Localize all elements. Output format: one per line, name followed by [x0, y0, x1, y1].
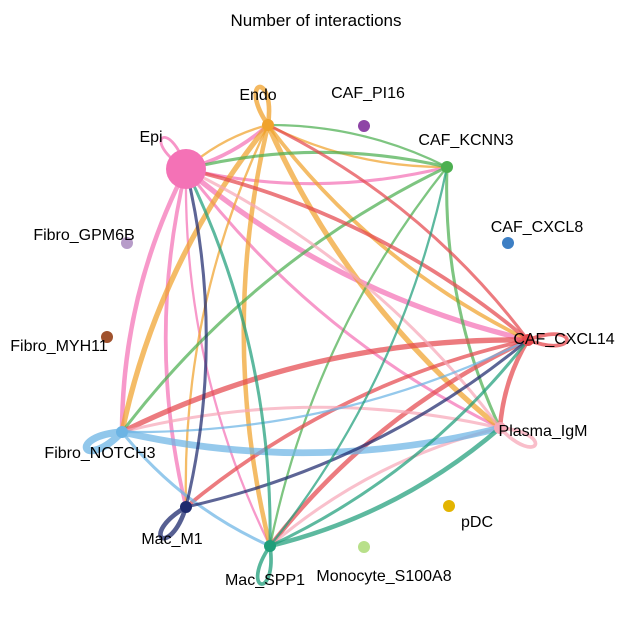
self-loop-mac-m1	[158, 504, 189, 541]
node-caf-pi16	[358, 120, 370, 132]
edge-caf-cxcl14-to-mac-spp1	[267, 337, 531, 549]
edge-endo-to-fibro-notch3	[119, 122, 271, 435]
edge-caf-cxcl14-to-epi	[184, 167, 530, 342]
node-monocyte-s100a8	[358, 541, 370, 553]
edge-epi-to-caf-cxcl14	[183, 166, 531, 343]
node-label-mac-m1: Mac_M1	[141, 531, 202, 548]
edge-mac-spp1-to-caf-cxcl14	[268, 338, 530, 548]
node-label-fibro-gpm6b: Fibro_GPM6B	[33, 227, 134, 244]
edge-caf-kcnn3-to-mac-spp1	[268, 165, 449, 548]
cell-type-labels: Endo CAF_PI16CAF_KCNN3CAF_CXCL8CAF_CXCL14…	[10, 85, 615, 589]
node-label-caf-pi16: CAF_PI16	[331, 85, 405, 102]
edge-caf-kcnn3-to-plasma-igm	[445, 165, 502, 430]
edge-fibro-notch3-to-plasma-igm	[118, 424, 504, 457]
cell-type-nodes	[101, 119, 534, 553]
chart-title: Number of interactions	[230, 11, 401, 30]
edge-mac-spp1-to-plasma-igm	[267, 425, 503, 549]
node-label-caf-cxcl14: CAF_CXCL14	[513, 331, 614, 348]
node-label-fibro-myh11: Fibro_MYH11	[10, 338, 108, 355]
edge-caf-kcnn3-to-endo	[266, 123, 449, 169]
self-loop-fibro-notch3	[82, 428, 126, 455]
node-pdc	[443, 500, 455, 512]
edge-epi-to-mac-m1	[163, 167, 188, 509]
edge-caf-kcnn3-to-fibro-notch3	[120, 165, 449, 434]
node-caf-cxcl14	[522, 334, 534, 346]
self-loops	[82, 84, 569, 586]
edge-mac-m1-to-epi	[184, 167, 208, 509]
node-fibro-notch3	[116, 426, 128, 438]
node-label-mac-spp1: Mac_SPP1	[225, 572, 305, 589]
edge-mac-m1-to-caf-cxcl14	[184, 338, 530, 509]
edge-caf-cxcl14-to-fibro-notch3	[119, 337, 531, 435]
node-label-plasma-igm: Plasma_IgM	[499, 423, 588, 440]
edge-endo-to-mac-m1	[184, 123, 270, 509]
edge-fibro-notch3-to-caf-cxcl14	[120, 338, 530, 434]
edge-endo-to-plasma-igm	[265, 122, 503, 431]
node-endo	[262, 119, 274, 131]
self-loop-plasma-igm	[498, 426, 538, 449]
node-fibro-myh11	[101, 331, 113, 343]
edge-caf-cxcl14-to-mac-m1	[184, 338, 530, 509]
edge-mac-spp1-to-epi	[184, 167, 272, 548]
node-label-pdc: pDC	[461, 514, 493, 531]
node-label-caf-cxcl8: CAF_CXCL8	[491, 219, 584, 236]
edge-epi-to-fibro-notch3	[119, 166, 189, 435]
node-label-epi: Epi	[139, 129, 162, 146]
node-epi	[166, 149, 206, 189]
node-label-monocyte-s100a8: Monocyte_S100A8	[316, 568, 451, 585]
node-mac-m1	[180, 501, 192, 513]
node-label-fibro-notch3: Fibro_NOTCH3	[44, 445, 155, 462]
node-mac-spp1	[264, 540, 276, 552]
node-label-caf-kcnn3: CAF_KCNN3	[418, 132, 513, 149]
edge-mac-spp1-to-caf-kcnn3	[268, 165, 449, 548]
node-label-endo: Endo	[239, 87, 276, 104]
self-loop-endo	[253, 84, 272, 128]
edge-endo-to-caf-cxcl14	[266, 123, 530, 342]
interaction-edges	[118, 122, 531, 549]
self-loop-mac-spp1	[255, 544, 273, 586]
self-loop-caf-cxcl14	[526, 332, 569, 348]
node-plasma-igm	[494, 422, 506, 434]
edge-endo-to-mac-spp1	[241, 122, 273, 549]
edge-plasma-igm-to-fibro-notch3	[120, 405, 502, 434]
node-caf-kcnn3	[441, 161, 453, 173]
node-caf-cxcl8	[502, 237, 514, 249]
edge-caf-cxcl14-to-endo	[266, 123, 530, 342]
node-fibro-gpm6b	[121, 237, 133, 249]
edge-plasma-igm-to-epi	[184, 167, 502, 430]
edge-epi-to-plasma-igm	[184, 167, 502, 430]
